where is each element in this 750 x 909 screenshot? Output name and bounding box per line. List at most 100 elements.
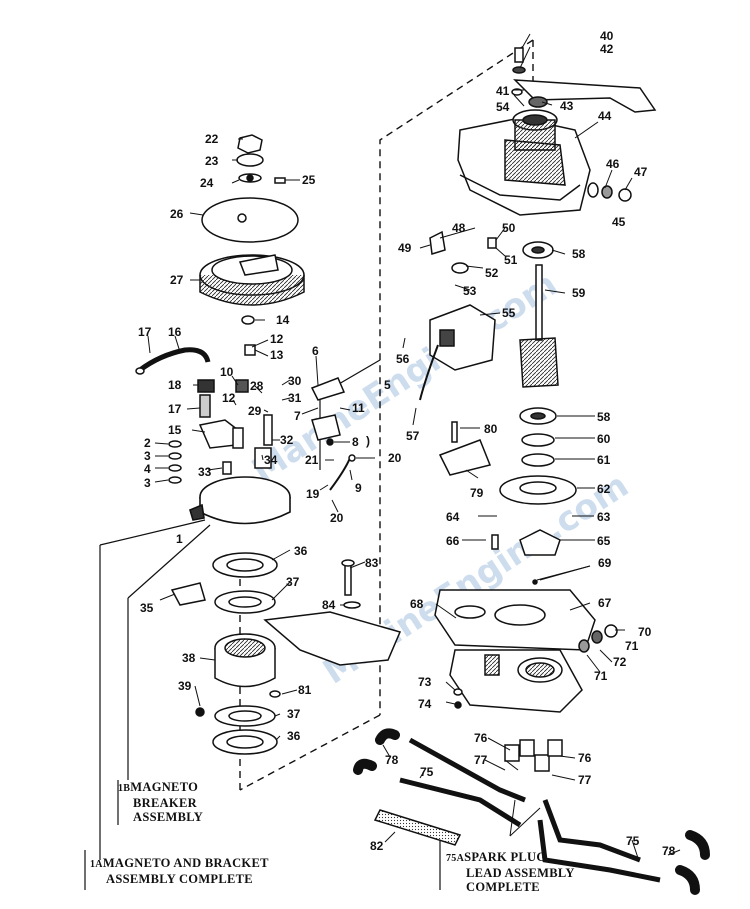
part-number-27: 27 (170, 273, 184, 287)
part-number-45: 45 (612, 215, 626, 229)
part-number-63: 63 (597, 510, 611, 524)
part-number-35: 35 (140, 601, 154, 615)
part-number-75b: 75 (626, 834, 640, 848)
drive-shaft (491, 241, 577, 585)
part-number-24: 24 (200, 176, 214, 190)
part-number-61: 61 (597, 453, 611, 467)
part-number-1: 1 (176, 532, 183, 546)
part-number-52: 52 (485, 266, 499, 280)
part-number-31: 31 (288, 391, 302, 405)
caption-spark-plug-lead-code: 75A (446, 853, 465, 864)
part-number-34: 34 (264, 453, 278, 467)
part-number-77a: 77 (474, 753, 488, 767)
part-number-14: 14 (276, 313, 290, 327)
part-number-13: 13 (270, 348, 284, 362)
part-number-59: 59 (572, 286, 586, 300)
caption-magneto-breaker-line1: MAGNETO (130, 780, 199, 794)
part-number-71b: 71 (594, 669, 608, 683)
part-number-56: 56 (396, 352, 410, 366)
part-number-labels: 40 42 41 54 43 44 46 47 45 22 23 24 25 2… (138, 29, 676, 858)
part-number-76b: 76 (578, 751, 592, 765)
part-number-49: 49 (398, 241, 412, 255)
caption-spark-plug-lead-line1: SPARK PLUG (464, 850, 547, 864)
part-number-38: 38 (182, 651, 196, 665)
part-number-84: 84 (322, 598, 336, 612)
part-number-36b: 36 (287, 729, 301, 743)
part-number-70: 70 (638, 625, 652, 639)
coil-assembly (457, 47, 657, 216)
part-number-40: 40 (600, 29, 614, 43)
part-number-28: 28 (250, 379, 264, 393)
part-number-7: 7 (294, 409, 301, 423)
washers-45-47 (587, 182, 632, 202)
part-number-75a: 75 (420, 765, 434, 779)
caption-magneto-breaker-code: 1B (118, 783, 131, 794)
part-number-73: 73 (418, 675, 432, 689)
part-number-44: 44 (598, 109, 612, 123)
bracket-bearing (170, 552, 402, 755)
part-number-53: 53 (463, 284, 477, 298)
rotor-stack (199, 134, 305, 325)
part-number-66: 66 (446, 534, 460, 548)
part-number-57: 57 (406, 429, 420, 443)
part-number-78b: 78 (662, 844, 676, 858)
part-number-26: 26 (170, 207, 184, 221)
caption-magneto-bracket: 1AMAGNETO AND BRACKET ASSEMBLY COMPLETE (90, 856, 269, 886)
part-number-54: 54 (496, 100, 510, 114)
part-number-8-paren: ) (366, 434, 370, 448)
part-number-65: 65 (597, 534, 611, 548)
part-number-3b: 3 (144, 476, 151, 490)
part-number-64: 64 (446, 510, 460, 524)
part-number-81: 81 (298, 683, 312, 697)
caption-magneto-bracket-code: 1A (90, 859, 103, 870)
caption-magneto-breaker: 1BMAGNETO BREAKER ASSEMBLY (118, 780, 203, 824)
gear-case (434, 589, 618, 713)
coil-and-bracket (419, 230, 497, 476)
part-number-69: 69 (598, 556, 612, 570)
part-number-48: 48 (452, 221, 466, 235)
part-number-25: 25 (302, 173, 316, 187)
part-number-46: 46 (606, 157, 620, 171)
caption-spark-plug-lead-line3: COMPLETE (466, 880, 540, 894)
part-number-43: 43 (560, 99, 574, 113)
part-number-12b: 12 (222, 391, 236, 405)
part-number-72: 72 (613, 655, 627, 669)
part-number-29: 29 (248, 404, 262, 418)
part-number-74: 74 (418, 697, 432, 711)
part-number-8: 8 (352, 435, 359, 449)
part-number-3a: 3 (144, 449, 151, 463)
part-number-58b: 58 (597, 410, 611, 424)
part-number-5: 5 (384, 378, 391, 392)
caption-spark-plug-lead-line2: LEAD ASSEMBLY (466, 866, 575, 880)
part-number-76a: 76 (474, 731, 488, 745)
part-number-71a: 71 (625, 639, 639, 653)
part-number-51: 51 (504, 253, 518, 267)
part-number-60: 60 (597, 432, 611, 446)
part-number-55: 55 (502, 306, 516, 320)
caption-magneto-breaker-line2: BREAKER (133, 796, 197, 810)
part-number-47: 47 (634, 165, 648, 179)
part-number-12a: 12 (270, 332, 284, 346)
part-number-10: 10 (220, 365, 234, 379)
part-number-15: 15 (168, 423, 182, 437)
part-number-23: 23 (205, 154, 219, 168)
caption-magneto-bracket-line1: MAGNETO AND BRACKET (102, 856, 269, 870)
part-number-80: 80 (484, 422, 498, 436)
part-number-67: 67 (598, 596, 612, 610)
part-number-58a: 58 (572, 247, 586, 261)
part-number-33: 33 (198, 465, 212, 479)
part-number-78a: 78 (385, 753, 399, 767)
part-number-11: 11 (352, 401, 365, 415)
part-number-62: 62 (597, 482, 611, 496)
part-number-22: 22 (205, 132, 219, 146)
breaker-parts (135, 344, 356, 491)
part-number-82: 82 (370, 839, 384, 853)
part-number-79: 79 (470, 486, 484, 500)
part-number-39: 39 (178, 679, 192, 693)
caption-magneto-bracket-line2: ASSEMBLY COMPLETE (106, 872, 253, 886)
caption-spark-plug-lead: 75ASPARK PLUG LEAD ASSEMBLY COMPLETE (446, 850, 575, 894)
part-number-20b: 20 (330, 511, 344, 525)
part-number-17a: 17 (138, 325, 152, 339)
part-number-21: 21 (305, 453, 319, 467)
